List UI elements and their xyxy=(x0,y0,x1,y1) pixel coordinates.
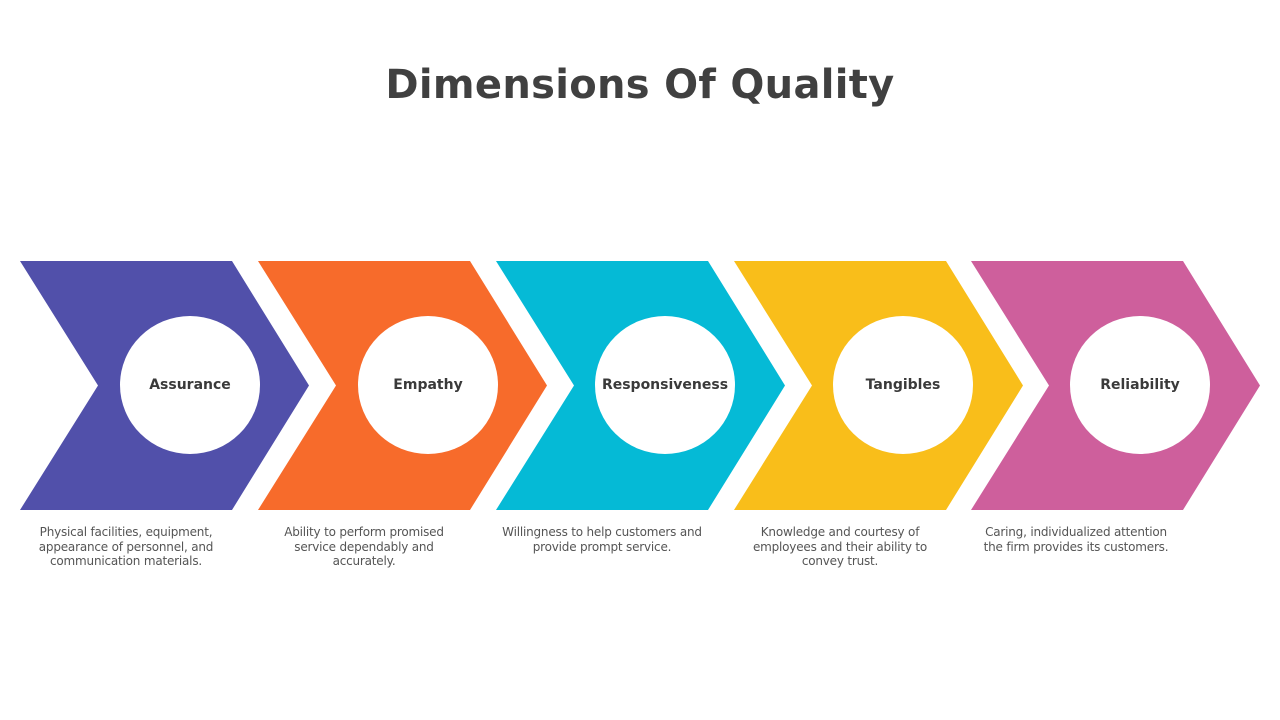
step-description: Ability to perform promised service depe… xyxy=(284,525,444,568)
step-label: Reliability xyxy=(1100,377,1180,393)
step-responsiveness: Responsiveness xyxy=(496,261,786,510)
step-empathy: Empathy xyxy=(258,261,548,510)
page-title: Dimensions Of Quality xyxy=(385,62,895,108)
step-description: Physical facilities, equipment, appearan… xyxy=(38,525,214,568)
step-description: Willingness to help customers and provid… xyxy=(502,525,702,554)
step-circle: Tangibles xyxy=(833,316,973,454)
step-circle: Assurance xyxy=(120,316,260,454)
step-label: Responsiveness xyxy=(601,377,729,393)
step-circle: Reliability xyxy=(1070,316,1210,454)
step-circle: Responsiveness xyxy=(595,316,735,454)
step-label: Assurance xyxy=(149,377,231,393)
step-assurance: Assurance xyxy=(20,261,310,510)
step-tangibles: Tangibles xyxy=(734,261,1024,510)
step-label: Tangibles xyxy=(865,377,941,393)
step-label: Empathy xyxy=(393,377,463,393)
step-reliability: Reliability xyxy=(971,261,1261,510)
step-circle: Empathy xyxy=(358,316,498,454)
step-description: Knowledge and courtesy of employees and … xyxy=(752,525,928,568)
step-description: Caring, individualized attention the fir… xyxy=(983,525,1169,554)
